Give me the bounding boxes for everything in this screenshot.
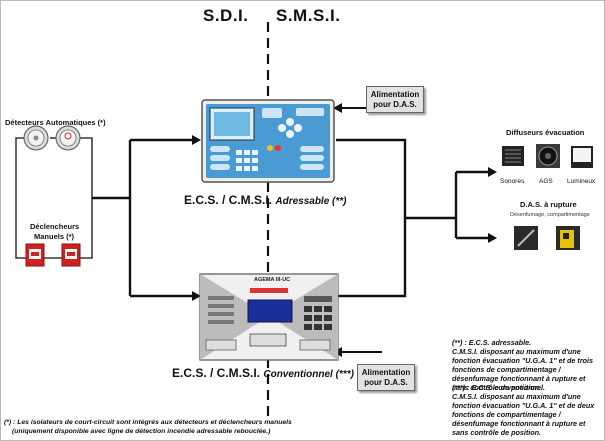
alim-top-line1: Alimentation [370, 90, 420, 99]
das-fire-damper-icon [514, 226, 538, 250]
smoke-detector-icon [23, 125, 49, 151]
declencheurs-line2: Manuels (*) [34, 232, 75, 241]
alimentation-das-top: Alimentation pour D.A.S. [366, 86, 424, 113]
manual-call-point-icon [61, 243, 81, 267]
smoke-detector-icon [55, 125, 81, 151]
ecs-conventionnel-panel-icon [199, 273, 339, 361]
note-conventionnel-head: (***) : E.C.S. conventionnel. [452, 383, 546, 392]
ecs-adressable-type: Adressable (**) [275, 196, 347, 207]
smsi-label: S.M.S.I. [276, 6, 341, 25]
das-title: D.A.S. à rupture [520, 200, 577, 209]
note-conventionnel-body: C.M.S.I. disposant au maximum d'une fonc… [452, 392, 595, 437]
manual-call-point-icon [25, 243, 45, 267]
sounder-icon [502, 146, 524, 166]
note-conventionnel: (***) : E.C.S. conventionnel. C.M.S.I. d… [452, 383, 600, 437]
das-fire-door-icon [556, 226, 580, 250]
agema-panel-title: AGEMA III-UC [254, 277, 291, 283]
diffuseur-label-lumineux: Lumineux [567, 178, 596, 185]
ecs-conventionnel-type: Conventionnel (***) [263, 369, 354, 380]
diffuseurs-title: Diffuseurs évacuation [506, 128, 585, 137]
detectors-title: Détecteurs Automatiques (*) [5, 118, 106, 127]
ags-speaker-icon [536, 144, 560, 168]
footnote-line1: (*) : Les isolateurs de court-circuit so… [4, 419, 292, 426]
alimentation-das-bottom: Alimentation pour D.A.S. [357, 364, 415, 391]
note-adressable-body: C.M.S.I. disposant au maximum d'une fonc… [452, 347, 594, 392]
note-adressable: (**) : E.C.S. adressable. C.M.S.I. dispo… [452, 338, 600, 392]
sdi-label: S.D.I. [203, 6, 249, 25]
ecs-adressable-label: E.C.S. / C.M.S.I. Adressable (**) [184, 193, 347, 207]
footnote-line2: (uniquement disponible avec ligne de dét… [12, 428, 271, 435]
diffuseur-label-sonores: Sonores [500, 178, 525, 185]
beacon-icon [571, 146, 593, 168]
declencheurs-line1: Déclencheurs [30, 222, 80, 231]
das-subtitle: Désenfumage, compartimentage [510, 212, 590, 218]
diffuseur-label-ags: AGS [539, 178, 553, 185]
bus-vertical-right [336, 138, 407, 298]
ecs-conventionnel-label: E.C.S. / C.M.S.I. Conventionnel (***) [172, 366, 354, 380]
alim-top-line2: pour D.A.S. [373, 100, 417, 109]
alim-bottom-line1: Alimentation [361, 368, 411, 377]
alim-bottom-line2: pour D.A.S. [364, 378, 408, 387]
note-adressable-head: (**) : E.C.S. adressable. [452, 338, 532, 347]
ecs-conventionnel-text: E.C.S. / C.M.S.I. [172, 366, 264, 380]
ecs-adressable-panel-icon [201, 99, 335, 183]
ecs-adressable-text: E.C.S. / C.M.S.I. [184, 193, 276, 207]
loop-right [80, 137, 93, 259]
